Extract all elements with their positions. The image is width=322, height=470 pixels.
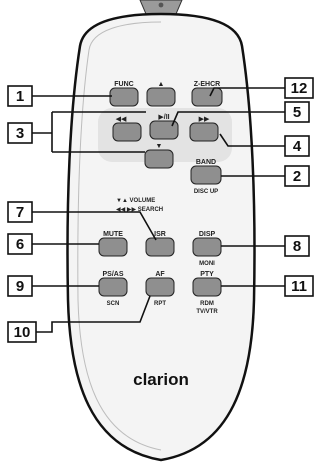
svg-text:SCN: SCN: [107, 301, 120, 307]
pty-button[interactable]: PTY RDM TV/VTR: [192, 271, 222, 315]
svg-text:MUTE: MUTE: [103, 231, 123, 238]
callout-3: 3: [7, 122, 33, 144]
svg-text:▶/II: ▶/II: [158, 114, 169, 121]
fast-forward-button[interactable]: ▶▶: [189, 116, 219, 142]
volume-label: ▼▲ VOLUME: [116, 198, 155, 204]
play-pause-button[interactable]: ▶/II: [149, 114, 179, 140]
disp-button[interactable]: DISP MONI: [192, 231, 222, 267]
z-ehcr-button[interactable]: Z-EHCR: [191, 81, 223, 107]
callout-7: 7: [7, 201, 33, 223]
svg-text:RPT: RPT: [154, 301, 166, 307]
band-button[interactable]: BAND DISC UP: [190, 159, 222, 195]
svg-text:MONI: MONI: [199, 261, 215, 267]
svg-text:8: 8: [293, 238, 301, 255]
callout-6: 6: [7, 233, 33, 255]
remote-body-inner-edge: [77, 21, 162, 451]
isr-button[interactable]: ISR: [145, 231, 175, 257]
mute-button[interactable]: MUTE: [98, 231, 128, 257]
svg-text:▼: ▼: [156, 143, 163, 150]
svg-text:10: 10: [14, 324, 31, 341]
ps-as-button[interactable]: PS/AS SCN: [98, 271, 128, 307]
svg-text:11: 11: [291, 278, 307, 295]
svg-text:▶▶: ▶▶: [199, 116, 210, 123]
callout-9: 9: [7, 275, 33, 297]
svg-text:PTY: PTY: [200, 271, 214, 278]
callout-2: 2: [284, 165, 310, 187]
svg-text:3: 3: [16, 125, 24, 142]
rewind-button[interactable]: ◀◀: [112, 116, 142, 142]
svg-text:9: 9: [16, 278, 24, 295]
svg-text:DISC UP: DISC UP: [194, 189, 218, 195]
svg-text:Z-EHCR: Z-EHCR: [194, 81, 220, 88]
search-label: ◀◀ ▶▶ SEARCH: [116, 207, 163, 213]
callout-8: 8: [284, 235, 310, 257]
svg-text:TV/VTR: TV/VTR: [196, 309, 218, 315]
svg-text:◀◀: ◀◀: [116, 116, 127, 123]
svg-text:AF: AF: [155, 271, 165, 278]
callout-4: 4: [284, 135, 310, 157]
brand-logo: clarion: [133, 370, 189, 389]
callout-10: 10: [7, 321, 37, 343]
callout-leaders: [31, 87, 286, 333]
svg-text:6: 6: [16, 236, 24, 253]
af-button[interactable]: AF RPT: [145, 271, 175, 307]
down-button[interactable]: ▼: [144, 143, 174, 169]
svg-text:1: 1: [16, 88, 24, 105]
svg-text:7: 7: [16, 204, 24, 221]
svg-text:DISP: DISP: [199, 231, 216, 238]
svg-text:ISR: ISR: [154, 231, 166, 238]
svg-text:PS/AS: PS/AS: [102, 271, 123, 278]
ir-emitter-lens: [158, 2, 164, 8]
up-button[interactable]: ▲: [146, 81, 176, 107]
svg-text:FUNC: FUNC: [114, 81, 133, 88]
svg-text:5: 5: [293, 104, 301, 121]
svg-text:2: 2: [293, 168, 301, 185]
callout-5: 5: [284, 101, 310, 123]
func-button[interactable]: FUNC: [109, 81, 139, 107]
svg-text:BAND: BAND: [196, 159, 216, 166]
svg-text:4: 4: [293, 138, 302, 155]
svg-text:12: 12: [291, 80, 308, 97]
callout-11: 11: [284, 275, 314, 297]
svg-text:RDM: RDM: [200, 301, 214, 307]
svg-text:▲: ▲: [158, 81, 165, 88]
callout-1: 1: [7, 85, 33, 107]
callout-12: 12: [284, 77, 314, 99]
